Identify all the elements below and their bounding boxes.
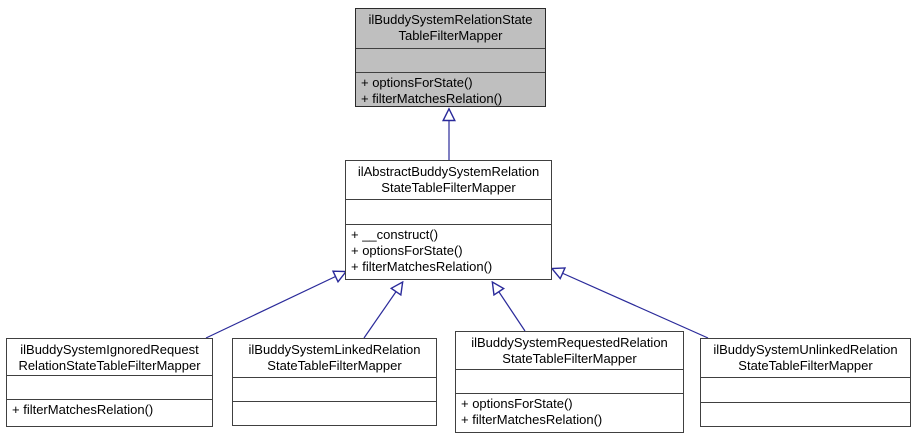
class-name-line: StateTableFilterMapper <box>502 351 637 366</box>
class-name-line: RelationStateTableFilterMapper <box>18 358 201 373</box>
class-node-ilbuddysystemignoredrequestrelationstatetablefiltermapper[interactable]: ilBuddySystemIgnoredRequest RelationStat… <box>6 338 213 427</box>
methods-compartment <box>233 401 436 425</box>
class-name-line: ilBuddySystemRequestedRelation <box>471 335 668 350</box>
method-label: + filterMatchesRelation() <box>361 91 503 106</box>
class-name: ilBuddySystemRelationState TableFilterMa… <box>356 9 545 48</box>
edge-requested-to-middle <box>493 283 526 332</box>
class-name-line: ilBuddySystemLinkedRelation <box>248 342 421 357</box>
method-label: + optionsForState() <box>361 75 473 90</box>
method-label: + optionsForState() <box>461 396 573 411</box>
class-name: ilBuddySystemUnlinkedRelation StateTable… <box>701 339 910 377</box>
class-name-line: TableFilterMapper <box>398 28 503 43</box>
edge-ignored-to-middle <box>205 272 345 339</box>
class-name: ilBuddySystemIgnoredRequest RelationStat… <box>7 339 212 375</box>
class-name-line: StateTableFilterMapper <box>381 180 516 195</box>
class-node-ilabstractbuddysystemrelationstatetablefiltermapper[interactable]: ilAbstractBuddySystemRelation StateTable… <box>345 160 552 280</box>
class-node-ilbuddysystemlinkedrelationstatetablefiltermapper[interactable]: ilBuddySystemLinkedRelation StateTableFi… <box>232 338 437 426</box>
class-node-ilbuddysystemrequestedrelationstatetablefiltermapper[interactable]: ilBuddySystemRequestedRelation StateTabl… <box>455 331 684 433</box>
class-name-line: ilBuddySystemRelationState <box>368 12 533 27</box>
class-name: ilBuddySystemRequestedRelation StateTabl… <box>456 332 683 369</box>
class-name-line: StateTableFilterMapper <box>738 358 873 373</box>
method-label: + optionsForState() <box>351 243 463 258</box>
edge-unlinked-to-middle <box>553 269 709 339</box>
class-name-line: ilBuddySystemUnlinkedRelation <box>713 342 898 357</box>
class-name-line: ilAbstractBuddySystemRelation <box>357 164 540 179</box>
attributes-compartment <box>456 369 683 393</box>
method-label: + filterMatchesRelation() <box>351 259 493 274</box>
attributes-compartment <box>701 377 910 402</box>
attributes-compartment <box>346 199 551 224</box>
attributes-compartment <box>233 377 436 401</box>
class-name: ilBuddySystemLinkedRelation StateTableFi… <box>233 339 436 377</box>
methods-compartment: + __construct() + optionsForState() + fi… <box>346 224 551 279</box>
methods-compartment: + filterMatchesRelation() <box>7 399 212 426</box>
class-name-line: StateTableFilterMapper <box>267 358 402 373</box>
attributes-compartment <box>7 375 212 399</box>
class-name: ilAbstractBuddySystemRelation StateTable… <box>346 161 551 199</box>
class-name-line: ilBuddySystemIgnoredRequest <box>20 342 199 357</box>
methods-compartment <box>701 402 910 426</box>
class-node-ilbuddysystemrelationstatetablefiltermapper: ilBuddySystemRelationState TableFilterMa… <box>355 8 546 107</box>
method-label: + __construct() <box>351 227 439 242</box>
method-label: + filterMatchesRelation() <box>12 402 154 417</box>
edge-linked-to-middle <box>363 283 402 339</box>
attributes-compartment <box>356 48 545 72</box>
methods-compartment: + optionsForState() + filterMatchesRelat… <box>456 393 683 432</box>
class-node-ilbuddysystemunlinkedrelationstatetablefiltermapper[interactable]: ilBuddySystemUnlinkedRelation StateTable… <box>700 338 911 427</box>
methods-compartment: + optionsForState() + filterMatchesRelat… <box>356 72 545 106</box>
method-label: + filterMatchesRelation() <box>461 412 603 427</box>
